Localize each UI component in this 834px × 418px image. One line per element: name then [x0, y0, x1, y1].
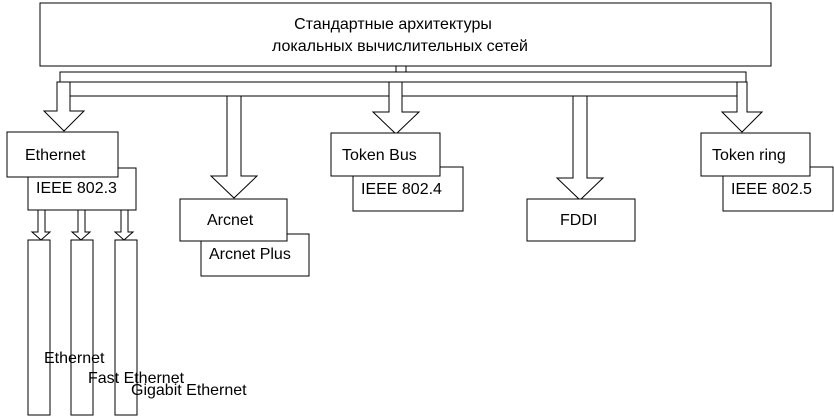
fddi-label: FDDI	[560, 212, 597, 229]
arrow-to-fddi	[555, 95, 605, 201]
token-ring-box	[700, 132, 811, 177]
arcnet-label: Arcnet	[207, 212, 254, 229]
fddi-group: FDDI	[526, 198, 636, 242]
fast-ethernet-variant-label: Fast Ethernet	[88, 370, 185, 387]
arcnet-group: Arcnet Plus Arcnet	[179, 198, 310, 277]
token-ring-standard-label: IEEE 802.5	[731, 181, 812, 198]
arcnet-plus-label: Arcnet Plus	[209, 246, 291, 263]
token-bus-group: IEEE 802.4 Token Bus	[330, 132, 464, 212]
token-bus-label: Token Bus	[342, 147, 417, 164]
title-box	[39, 2, 772, 67]
token-ring-group: IEEE 802.5 Token ring	[700, 132, 834, 212]
token-bus-standard-label: IEEE 802.4	[361, 181, 442, 198]
arcnet-box	[179, 198, 288, 242]
arrow-to-ethernet	[42, 81, 86, 132]
ethernet-group: IEEE 802.3 Ethernet Ethernet Fast Ethern…	[6, 131, 247, 416]
fddi-box	[526, 198, 636, 242]
gigabit-ethernet-variant-label: Gigabit Ethernet	[131, 382, 247, 399]
title-line-2: локальных вычислительных сетей	[272, 38, 528, 55]
ethernet-standard-label: IEEE 802.3	[36, 180, 117, 197]
ethernet-label: Ethernet	[25, 147, 86, 164]
fast-ethernet-variant-box	[70, 239, 94, 416]
arrow-to-ethernet-variant	[30, 209, 52, 241]
connector-trunk	[59, 65, 747, 97]
arrow-to-arcnet	[209, 95, 259, 199]
ethernet-box	[6, 131, 119, 178]
title-line-1: Стандартные архитектуры	[294, 16, 492, 33]
token-bus-box	[330, 132, 441, 177]
arrow-to-token-ring	[720, 81, 764, 133]
arrow-to-token-bus	[371, 81, 421, 135]
ethernet-variant-box	[27, 239, 51, 416]
ethernet-variant-label: Ethernet	[44, 350, 105, 367]
arrow-to-fast-ethernet-variant	[70, 209, 92, 241]
arrow-to-gigabit-ethernet-variant	[113, 209, 135, 241]
gigabit-ethernet-variant-box	[114, 239, 138, 416]
token-ring-label: Token ring	[712, 147, 786, 164]
